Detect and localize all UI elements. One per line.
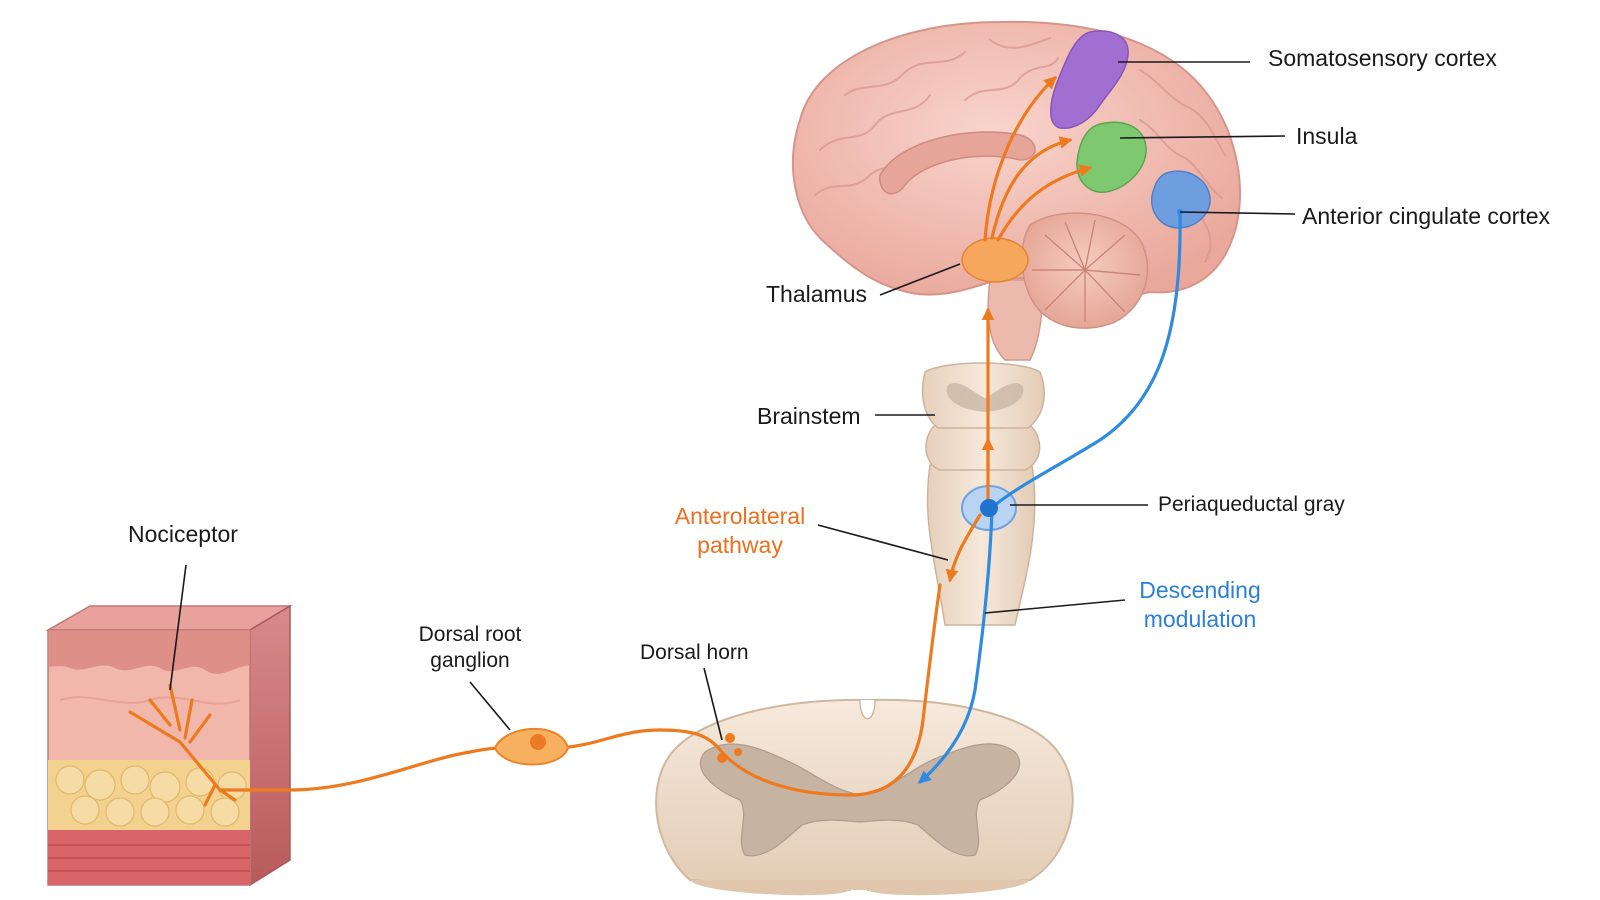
label-thalamus: Thalamus — [766, 281, 867, 307]
leader-dorsal-horn — [703, 667, 723, 741]
descending-pathway — [918, 210, 1182, 784]
leader-lines — [169, 61, 1296, 741]
label-anterolateral-pathway: Anterolateral pathway — [660, 502, 820, 560]
somatosensory-region — [1050, 30, 1129, 129]
label-nociceptor: Nociceptor — [128, 521, 238, 547]
label-dorsal-root-ganglion: Dorsal root ganglion — [400, 622, 540, 675]
label-insula: Insula — [1296, 123, 1358, 149]
dorsal-horn-synapse — [717, 733, 742, 763]
leader-nociceptor — [169, 564, 187, 691]
corpus-callosum — [879, 131, 1036, 195]
pag-to-tract-arrow — [945, 513, 982, 583]
leader-thalamus — [879, 263, 961, 296]
acc-to-pag — [993, 210, 1182, 507]
dorsal-median-notch — [859, 699, 876, 720]
ganglion-nucleus — [530, 734, 546, 750]
ganglion-cell — [493, 727, 570, 766]
leader-drg — [469, 681, 511, 731]
leader-descending — [984, 599, 1126, 614]
leader-anterolateral — [817, 524, 949, 561]
thalamus-structure — [961, 237, 1029, 283]
brain — [791, 20, 1241, 361]
brain-gyri — [814, 37, 1226, 263]
acc-region — [1151, 170, 1211, 229]
thalamus-to-insula — [996, 164, 1093, 242]
leader-insula — [1119, 135, 1286, 139]
label-descending-line2: modulation — [1143, 605, 1257, 632]
insula-region — [1076, 121, 1147, 193]
label-anterolateral-line1: Anterolateral — [674, 503, 806, 529]
muscle-striations — [48, 844, 250, 872]
label-anterior-cingulate-cortex: Anterior cingulate cortex — [1302, 203, 1551, 229]
label-descending-modulation: Descending modulation — [1120, 576, 1280, 634]
epidermis-layer — [48, 630, 250, 674]
midbrain-gray-matter — [946, 383, 1024, 412]
peripheral-axon — [218, 746, 502, 792]
skin-right-face — [249, 604, 291, 887]
leader-acc — [1179, 211, 1296, 215]
skin-top-face — [45, 605, 293, 631]
midbrain-segment — [921, 362, 1045, 429]
skin-block — [45, 604, 293, 887]
label-brainstem: Brainstem — [757, 403, 861, 429]
label-somatosensory-cortex: Somatosensory cortex — [1268, 45, 1497, 71]
label-periaqueductal-gray: Periaqueductal gray — [1158, 493, 1345, 516]
ascending-pathway — [128, 76, 1093, 807]
spinal-cord-base — [690, 880, 1030, 896]
label-dorsal-horn: Dorsal horn — [640, 641, 749, 664]
cerebellum-folia — [1032, 219, 1141, 322]
periaqueductal-gray-dot — [980, 499, 998, 517]
nociceptor-endings — [128, 683, 237, 807]
pag-to-spinal — [918, 510, 994, 784]
label-drg-line1: Dorsal root — [418, 623, 522, 646]
label-anterolateral-line2: pathway — [697, 531, 783, 558]
central-axon — [558, 583, 942, 797]
ganglion-body — [493, 727, 570, 766]
thalamus-to-somatosensory — [983, 76, 1057, 242]
label-drg-line2: ganglion — [430, 649, 510, 673]
pons-lower — [925, 424, 1041, 471]
thalamus-to-somatosensory-2 — [990, 136, 1073, 240]
label-descending-line1: Descending — [1139, 577, 1261, 603]
